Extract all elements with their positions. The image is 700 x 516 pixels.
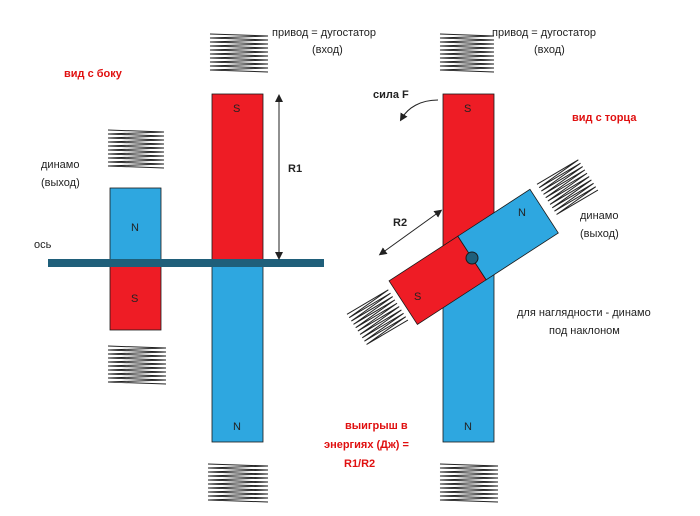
coil-spring-icon: [536, 159, 599, 215]
pole-label-n: N: [233, 421, 241, 433]
pole-label-s: S: [414, 291, 421, 303]
pole-label-n: N: [518, 207, 526, 219]
dynamo-label-right-line2: (выход): [580, 228, 619, 240]
dynamo-coil-right-upper: [536, 159, 599, 215]
drive-label-right-line2: (вход): [534, 44, 565, 56]
pole-label-s: S: [131, 293, 138, 305]
drive-magnet-north: [211, 263, 264, 443]
end-view-title: вид с торца: [572, 112, 637, 124]
r2-label: R2: [393, 217, 407, 229]
tilt-note-line1: для наглядности - динамо: [517, 307, 651, 319]
pole-label-s: S: [233, 103, 240, 115]
dynamo-label-line2: (выход): [41, 177, 80, 189]
coil-spring-icon: [107, 345, 167, 385]
drive-coil-top-left: [209, 33, 269, 73]
rotation-axis-point: [465, 251, 479, 265]
axis-label: ось: [34, 239, 52, 251]
side-view: N S S N ось R1 привод = дугостатор (вход…: [34, 27, 376, 503]
dynamo-magnet-north: [109, 187, 162, 265]
drive-coil-bottom-left: [207, 463, 269, 503]
force-label: сила F: [373, 89, 409, 101]
pole-label-n: N: [464, 421, 472, 433]
axis-bar: [48, 259, 324, 267]
coil-spring-icon: [207, 463, 269, 503]
side-view-title: вид с боку: [64, 68, 123, 80]
pole-label-n: N: [131, 222, 139, 234]
energy-gain-line1: выигрыш в: [345, 420, 408, 432]
end-view: S N S N сила F R2 привод = дугостатор: [346, 27, 651, 503]
dynamo-label-right-line1: динамо: [580, 210, 618, 222]
dynamo-coil-bottom-left: [107, 345, 167, 385]
r2-arrow: [378, 209, 443, 256]
dynamo-label-line1: динамо: [41, 159, 79, 171]
drive-label-line2: (вход): [312, 44, 343, 56]
drive-coil-top-right: [439, 33, 495, 73]
dynamo-coil-right-lower: [346, 289, 409, 345]
energy-gain-note: выигрыш в энергиях (Дж) = R1/R2: [324, 420, 409, 470]
force-arrow: [399, 99, 439, 122]
drive-magnet-south: [211, 93, 264, 265]
r1-label: R1: [288, 163, 302, 175]
coil-spring-icon: [439, 33, 495, 73]
pole-label-s: S: [464, 103, 471, 115]
dynamo-coil-top-left: [107, 129, 165, 169]
drive-coil-bottom-right: [439, 463, 499, 503]
drive-label-right-line1: привод = дугостатор: [492, 27, 596, 39]
energy-gain-line2: энергиях (Дж) =: [324, 439, 409, 451]
drive-label-line1: привод = дугостатор: [272, 27, 376, 39]
tilt-note-line2: под наклоном: [549, 325, 620, 337]
coil-spring-icon: [346, 289, 409, 345]
energy-gain-line3: R1/R2: [344, 458, 375, 470]
coil-spring-icon: [439, 463, 499, 503]
coil-spring-icon: [107, 129, 165, 169]
coil-spring-icon: [209, 33, 269, 73]
dynamo-magnet-south: [109, 263, 162, 331]
